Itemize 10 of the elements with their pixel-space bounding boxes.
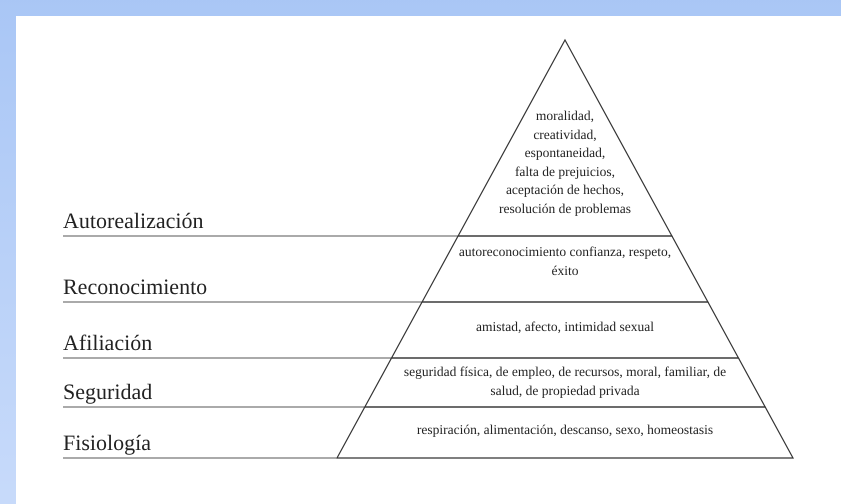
level-name: Afiliación bbox=[63, 331, 152, 355]
level-name: Fisiología bbox=[63, 431, 152, 455]
level-description: moralidad, creatividad, espontaneidad, falta de prejuicios, aceptación de hechos, resolución de problemas bbox=[498, 107, 632, 218]
level-name: Seguridad bbox=[63, 380, 152, 404]
level-description: seguridad física, de empleo, de recursos, moral, familiar, de salud, de propiedad privada bbox=[402, 363, 728, 400]
level-name: Reconocimiento bbox=[63, 275, 208, 299]
level-description: amistad, afecto, intimidad sexual bbox=[474, 318, 656, 336]
level-description: autoreconocimiento confianza, respeto, éxito bbox=[458, 243, 672, 280]
level-description: respiración, alimentación, descanso, sexo, homeostasis bbox=[416, 421, 714, 439]
level-name: Autorealización bbox=[63, 209, 204, 233]
